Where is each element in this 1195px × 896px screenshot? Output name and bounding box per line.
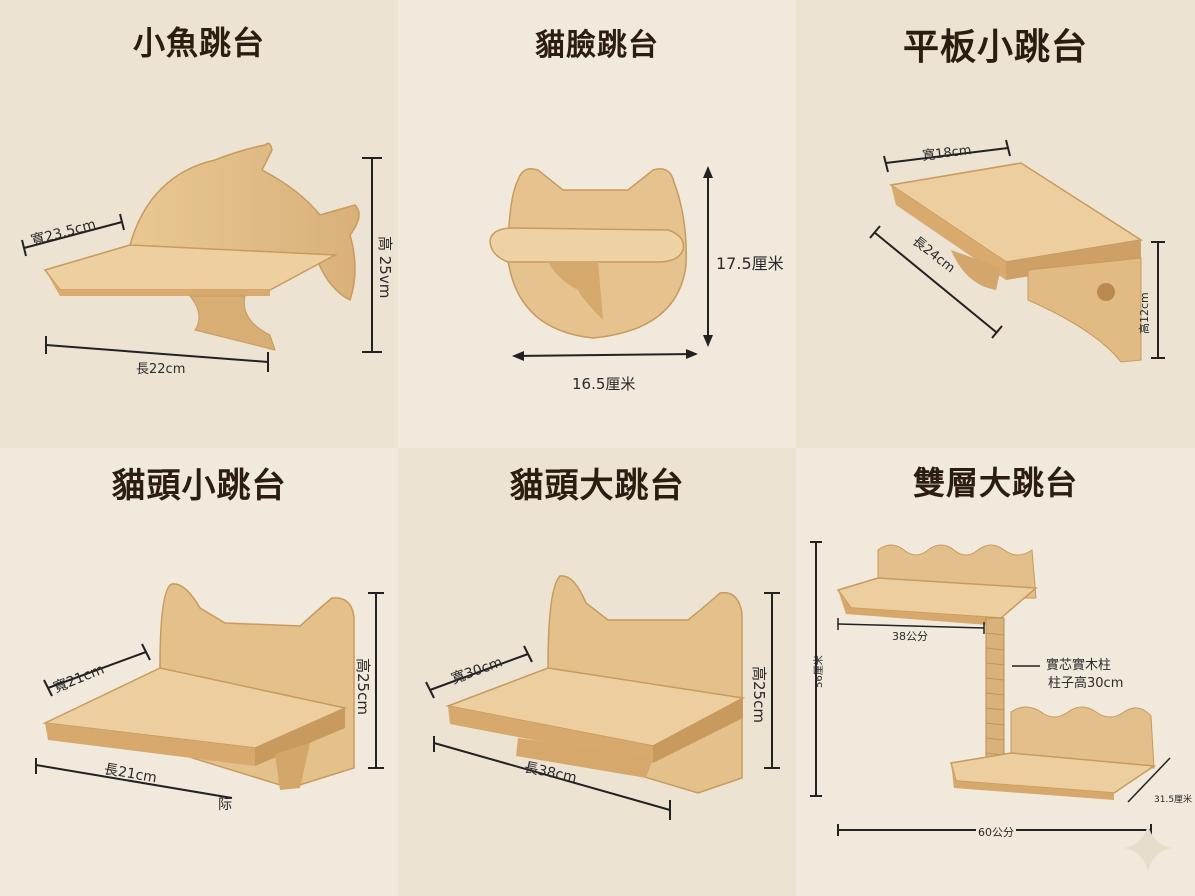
length-label: 長22cm — [136, 362, 186, 377]
bottom-width-label: 60公分 — [976, 824, 1016, 840]
panel-double-layer: 雙層大跳台 56厘米 38公分 實芯實木柱 柱子高30cm 31.5厘米 60公… — [796, 448, 1195, 896]
height-label: 56厘米 — [814, 655, 825, 688]
panel-cat-face-platform: 貓臉跳台 17.5厘米 16.5厘米 — [398, 0, 796, 448]
panel-title: 雙層大跳台 — [912, 464, 1078, 502]
flat-platform-illustration — [869, 139, 1165, 363]
cat-face-platform-illustration — [489, 166, 713, 361]
panel-cat-head-small: 貓頭小跳台 寬21cm 長21cm 际 高25cm — [0, 448, 398, 896]
panel-title: 平板小跳台 — [902, 27, 1088, 68]
height-label: 高25cm — [354, 658, 372, 715]
cat-head-large-illustration — [425, 575, 780, 820]
panel-flat-platform: 平板小跳台 寬18cm 長24cm 高12cm — [796, 0, 1195, 448]
sparkle-icon — [1124, 824, 1172, 872]
pillar-label-line1: 實芯實木柱 — [1046, 658, 1112, 673]
fish-platform-illustration — [21, 142, 382, 372]
panel-cat-head-large: 貓頭大跳台 寬30cm 長38cm 高25cm — [398, 448, 796, 896]
panel-title: 貓頭小跳台 — [111, 466, 287, 506]
width-label: 16.5厘米 — [572, 375, 636, 393]
height-label: 高 25vm — [376, 236, 394, 299]
panel-fish-platform: 小魚跳台 寬23.5cm 長22cm 高 25vm — [0, 0, 398, 448]
panel-title: 貓臉跳台 — [535, 28, 659, 63]
height-label: 高12cm — [1138, 292, 1151, 334]
panel-title: 貓頭大跳台 — [509, 466, 685, 506]
depth-label: 31.5厘米 — [1154, 795, 1193, 805]
height-label: 17.5厘米 — [716, 254, 784, 273]
panel-title: 小魚跳台 — [132, 24, 265, 62]
misc-label: 际 — [218, 797, 232, 813]
cat-head-small-illustration — [35, 583, 384, 799]
height-label: 高25cm — [750, 666, 768, 723]
double-layer-illustration — [810, 541, 1172, 872]
top-width-label: 38公分 — [892, 630, 928, 643]
pillar-label-line2: 柱子高30cm — [1048, 676, 1124, 691]
